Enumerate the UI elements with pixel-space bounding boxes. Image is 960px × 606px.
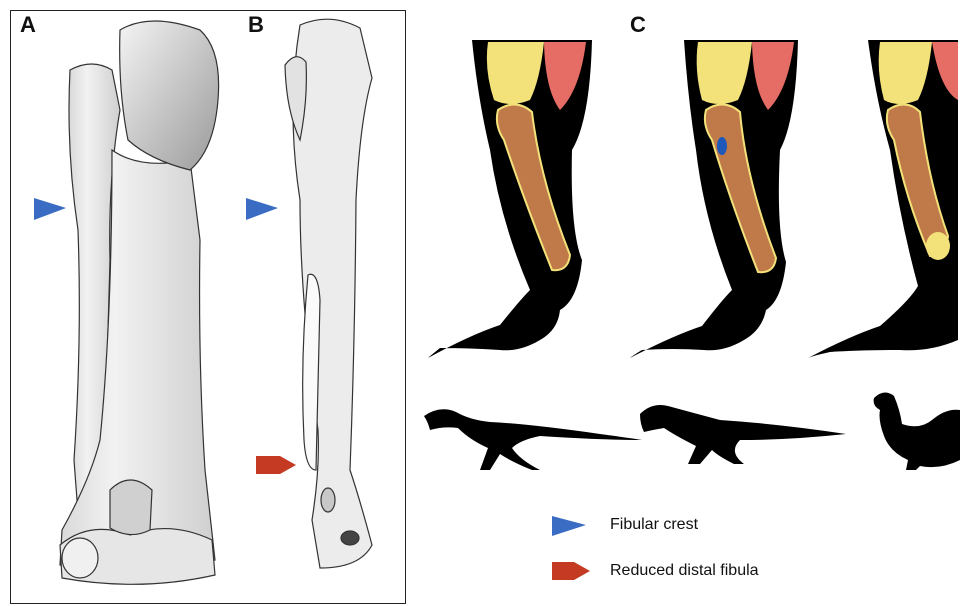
panel-a-distal-condyle bbox=[62, 538, 98, 578]
fibular-crest-triangle-icon bbox=[552, 516, 586, 536]
allosaurus-silhouette-icon bbox=[640, 405, 846, 464]
coelophysis-silhouette-icon bbox=[424, 409, 642, 470]
panel-b-depression bbox=[321, 488, 335, 512]
panel-label-c: C bbox=[630, 12, 646, 38]
reduced-distal-fibula-pentagon-icon bbox=[552, 562, 590, 580]
panel-b-fibular-crest-marker bbox=[246, 198, 278, 220]
panel-a-tibia-head bbox=[120, 21, 219, 170]
panel-c-limb-1 bbox=[428, 40, 592, 358]
panel-c-limb-3 bbox=[808, 40, 958, 358]
panel-a-bones bbox=[60, 21, 219, 584]
panel-c-fibula-highlight bbox=[717, 137, 727, 155]
panel-b-opening bbox=[303, 274, 320, 470]
panel-c-limb-2 bbox=[630, 40, 798, 358]
panel-b-bone bbox=[285, 19, 372, 568]
panel-label-b: B bbox=[248, 12, 264, 38]
panel-a-distal-facet bbox=[110, 480, 152, 535]
panel-b-foramen bbox=[341, 531, 359, 545]
rooster-silhouette-icon bbox=[874, 392, 960, 470]
panel-a-fibular-crest-marker bbox=[34, 198, 66, 220]
panel-label-a: A bbox=[20, 12, 36, 38]
legend-reduced-distal-fibula: Reduced distal fibula bbox=[610, 562, 759, 580]
panel-b-reduced-distal-fibula-marker bbox=[256, 456, 296, 474]
legend-fibular-crest: Fibular crest bbox=[610, 516, 698, 534]
